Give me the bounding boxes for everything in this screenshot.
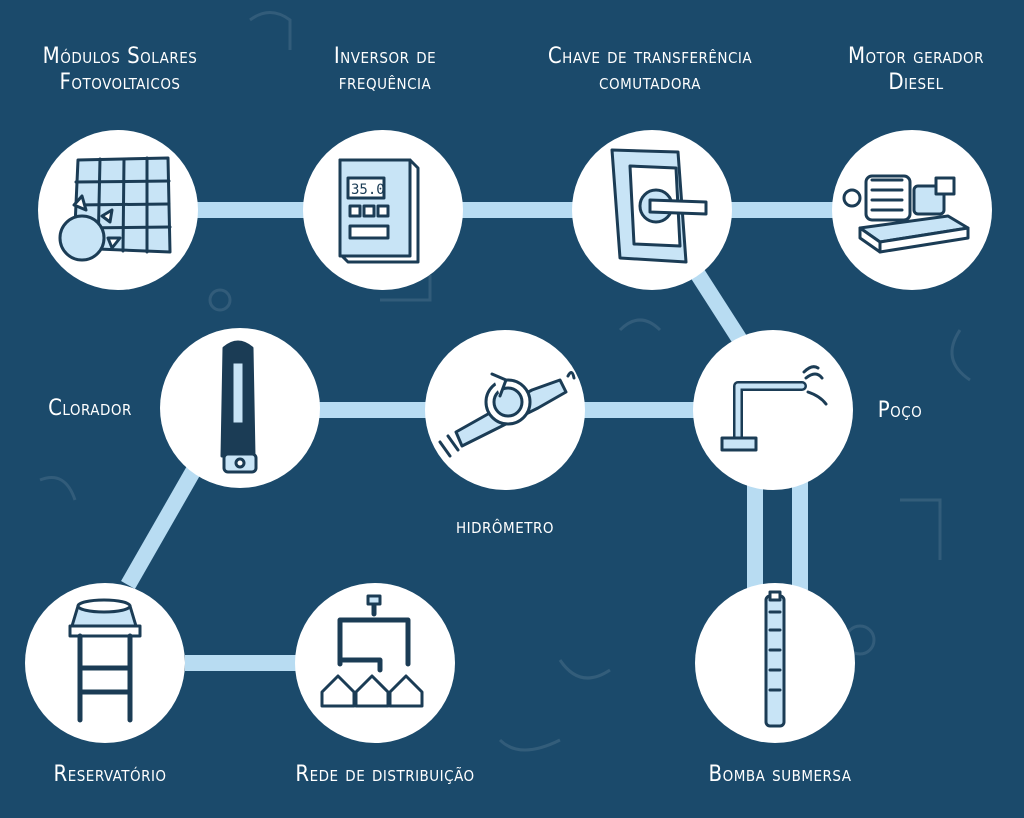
solar-label-line1: Módulos Solares — [42, 44, 198, 69]
connector-chlorinator-reservoir — [121, 464, 202, 589]
transfer-switch-icon — [610, 148, 708, 264]
inverter-label: Inversor de frequência — [290, 44, 480, 96]
solar-panel-icon — [58, 156, 172, 262]
chlorinator-label: Clorador — [48, 396, 132, 421]
inverter-display-value: 35.0 — [351, 182, 385, 198]
submersible-pump-icon — [764, 590, 786, 728]
frequency-inverter-icon: 35.0 — [338, 158, 420, 264]
connectors — [121, 202, 840, 671]
water-tower-icon — [68, 598, 142, 723]
water-meter-icon — [438, 371, 576, 458]
well-icon — [720, 365, 828, 452]
meter-label: hidrômetro — [456, 514, 554, 539]
node-well — [693, 330, 853, 490]
node-generator — [832, 130, 992, 290]
generator-label-line2: Diesel — [888, 70, 944, 95]
diesel-generator-icon — [842, 174, 970, 254]
network-label: Rede de distribuição — [295, 762, 475, 787]
node-reservoir — [25, 583, 185, 743]
generator-label: Motor gerador Diesel — [826, 44, 1006, 96]
chlorinator-icon — [220, 340, 258, 474]
switch-label-line2: comutadora — [599, 70, 701, 95]
distribution-network-icon — [320, 594, 424, 708]
generator-label-line1: Motor gerador — [847, 44, 985, 69]
reservoir-label: Reservatório — [53, 762, 167, 787]
inverter-label-line2: frequência — [338, 70, 432, 95]
switch-label: Chave de transferência comutadora — [520, 44, 780, 96]
switch-label-line1: Chave de transferência — [547, 44, 753, 69]
inverter-label-line1: Inversor de — [333, 44, 437, 69]
solar-label-line2: Fotovoltaicos — [59, 70, 181, 95]
well-label: Poço — [877, 398, 923, 423]
pump-label: Bomba submersa — [708, 762, 852, 787]
solar-label: Módulos Solares Fotovoltaicos — [20, 44, 220, 96]
